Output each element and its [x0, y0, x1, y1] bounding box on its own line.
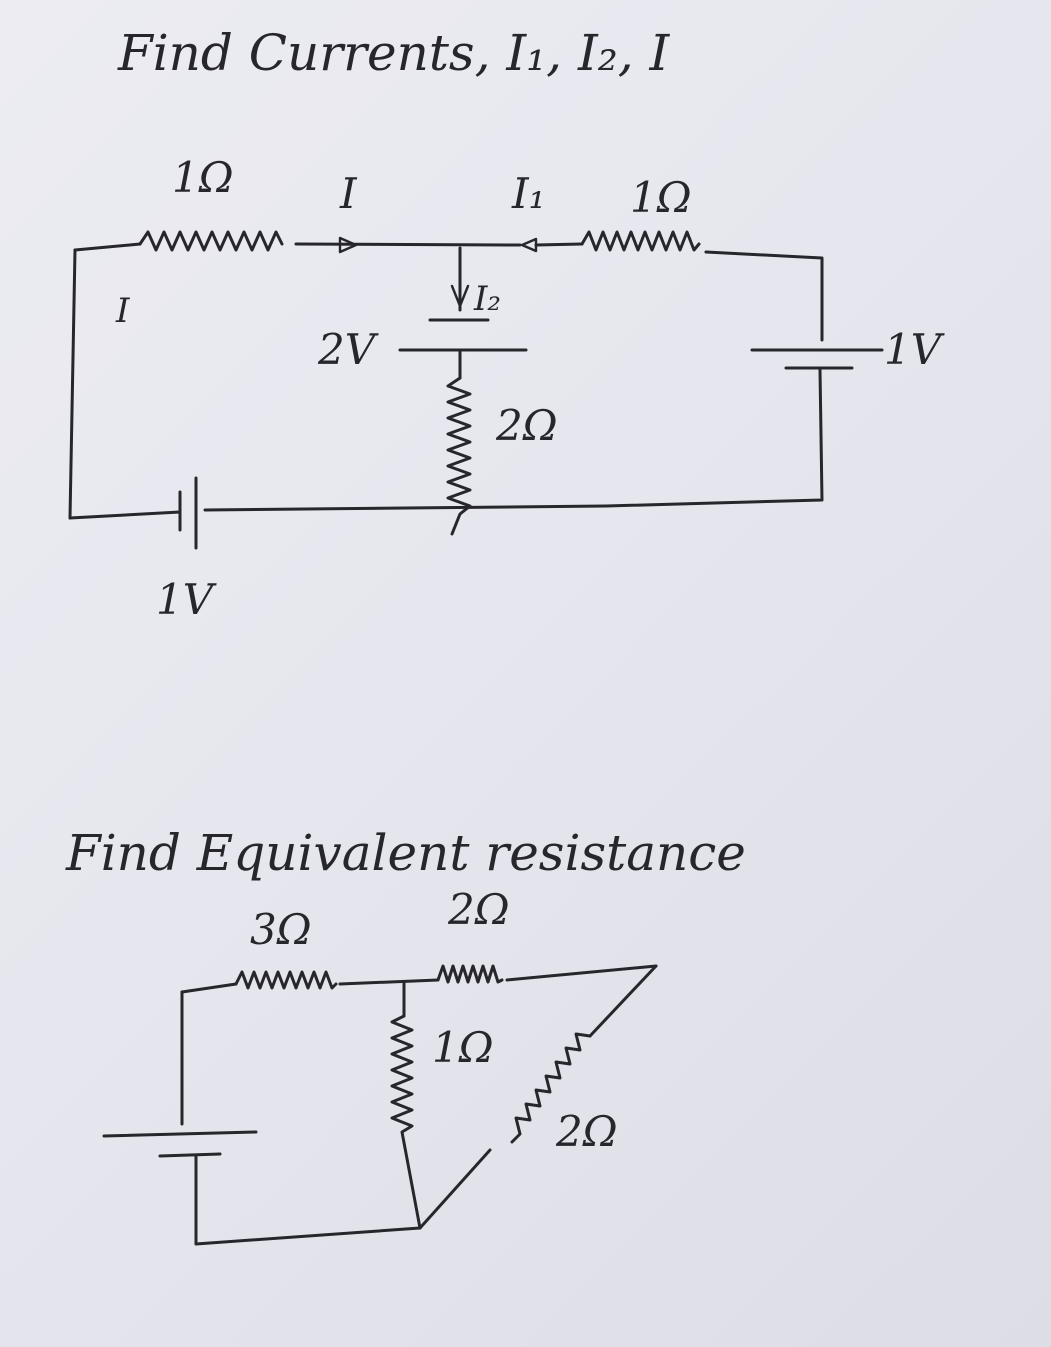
label-r-mid: 1Ω: [432, 1023, 494, 1072]
wire-left: [68, 248, 77, 520]
resistor-1ohm: [390, 1014, 422, 1230]
arrow-I-icon: [338, 236, 358, 254]
wire-top-right: [505, 964, 658, 982]
battery-short-plate: [158, 1152, 222, 1158]
label-r-mid: 2Ω: [495, 401, 558, 450]
resistor-mid: [446, 376, 472, 536]
resistor-2ohm-diag: [510, 1032, 592, 1144]
arrow-I1-icon: [520, 237, 538, 253]
wire-top-right-a: [534, 242, 584, 247]
wire-diag-bottom: [418, 1148, 492, 1230]
label-current-I2: I₂: [473, 279, 501, 319]
circuit-1: 1Ω I I₁ 1Ω I I₂ 2V 2Ω 1V 1V: [68, 153, 945, 624]
wire-top-left: [180, 982, 238, 994]
battery-long-plate: [102, 1130, 258, 1138]
label-battery-mid: 2V: [317, 325, 379, 374]
wire-bottom: [194, 1154, 422, 1246]
problem1-title: Find Currents, I₁, I₂, I: [117, 24, 671, 82]
wire-top-mid: [294, 242, 522, 247]
label-battery-bottom: 1V: [156, 575, 217, 624]
resistor-top-left: [138, 230, 284, 252]
label-r-left: 3Ω: [250, 905, 312, 954]
wire-top-mid: [338, 978, 440, 986]
label-r-top-left: 1Ω: [172, 153, 234, 202]
resistor-2ohm-top: [436, 964, 504, 984]
arrow-I2-icon: [450, 284, 470, 308]
label-r-top-right: 1Ω: [630, 173, 692, 222]
label-r-diag: 2Ω: [555, 1107, 618, 1156]
problem2-title: Find Equivalent resistance: [65, 824, 746, 882]
label-loop-current: I: [115, 291, 130, 331]
resistor-top-right: [580, 230, 701, 252]
wire-right-bottom: [604, 368, 824, 508]
circuit-2: 3Ω 2Ω 1Ω 2Ω: [102, 885, 658, 1246]
wire-diag-top: [588, 964, 658, 1038]
label-current-I: I: [339, 169, 358, 218]
wire-bottom-right: [203, 504, 608, 512]
wire-bottom-left: [68, 510, 182, 520]
wire-top-right-b: [704, 250, 824, 342]
wire-top-left: [73, 242, 142, 252]
label-current-I1: I₁: [511, 169, 545, 218]
label-r-top: 2Ω: [447, 885, 510, 934]
resistor-3ohm: [234, 970, 338, 990]
label-battery-right: 1V: [884, 325, 945, 374]
